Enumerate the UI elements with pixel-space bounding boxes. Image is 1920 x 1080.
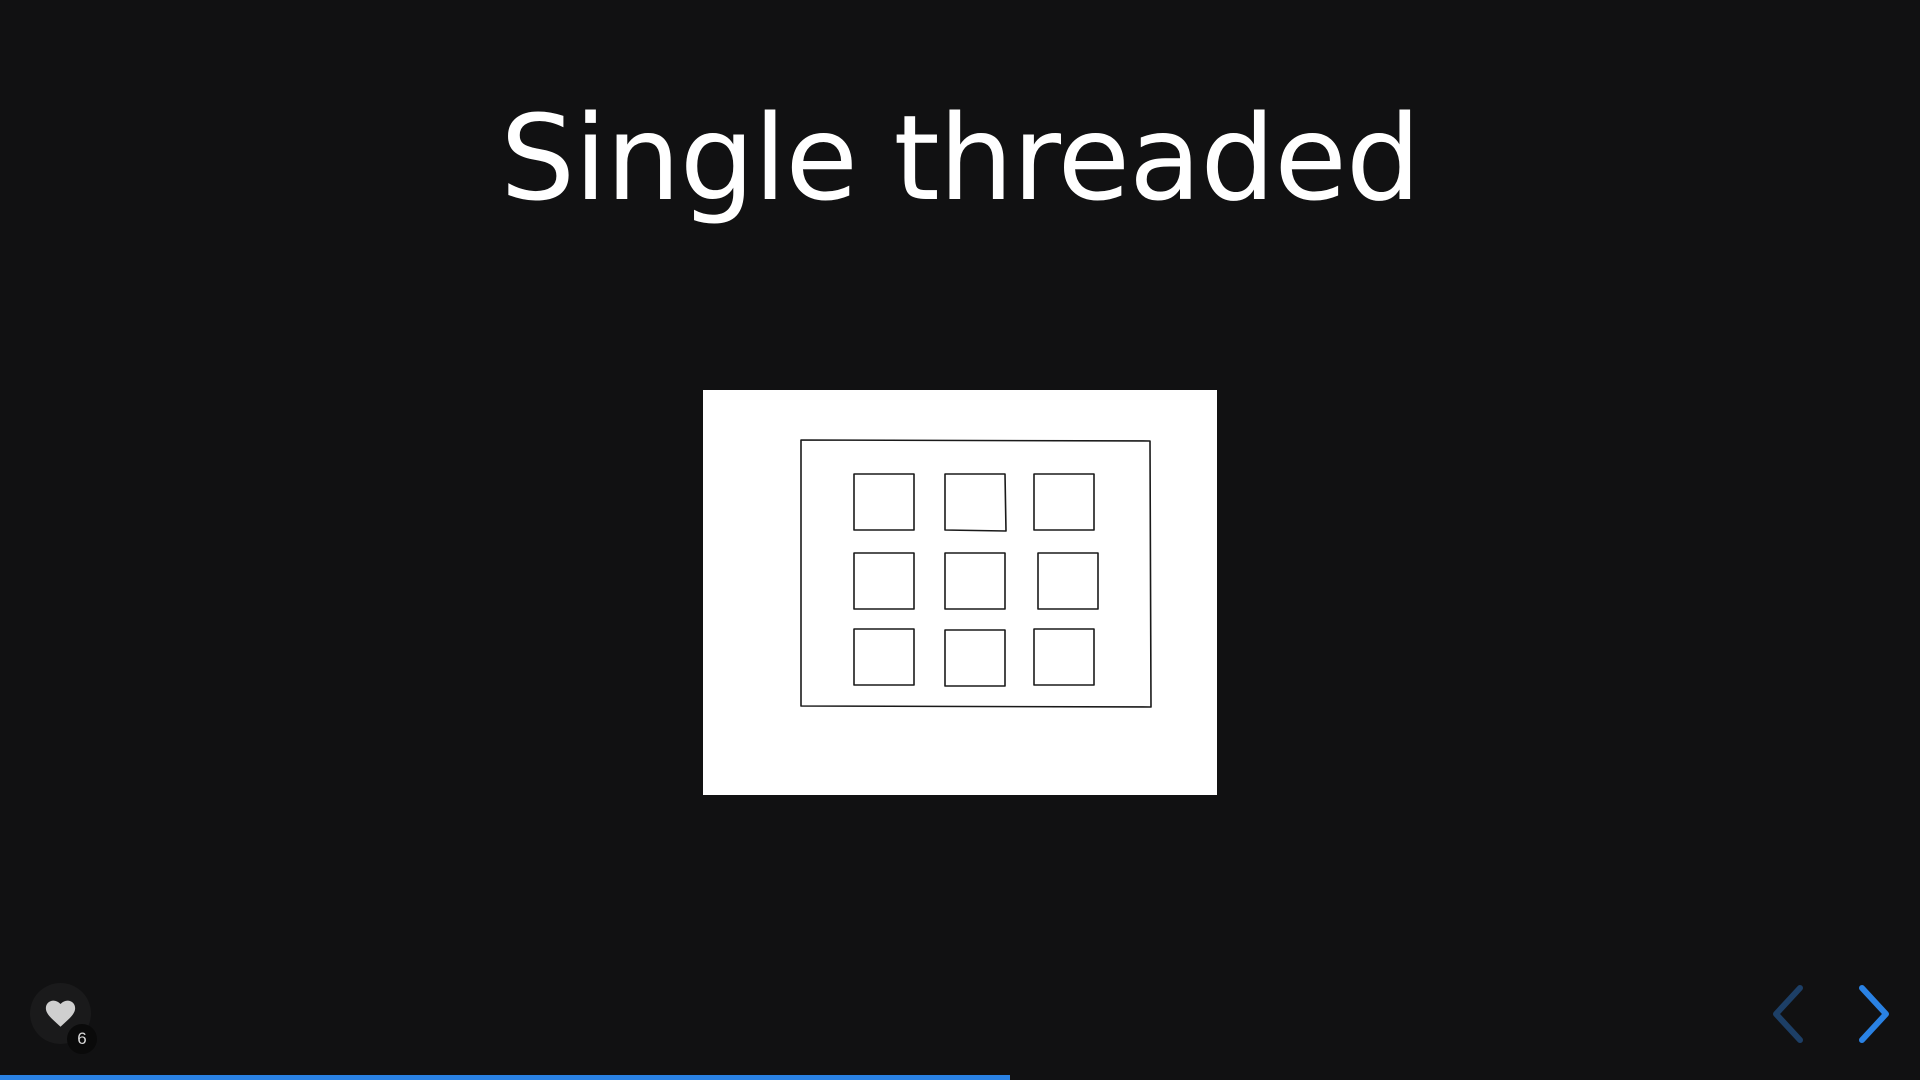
progress-bar <box>0 1075 1920 1080</box>
grid-cell <box>944 552 1006 610</box>
outer-frame <box>800 439 1152 708</box>
grid-cell <box>1037 552 1099 610</box>
next-slide-button[interactable] <box>1848 982 1898 1046</box>
grid-cell <box>944 629 1006 687</box>
chevron-left-icon <box>1773 985 1803 1043</box>
grid-cell <box>944 473 1007 532</box>
slide-title: Single threaded <box>500 89 1421 227</box>
grid-cell <box>1033 473 1095 531</box>
grid-cell <box>1033 628 1095 686</box>
grid-cell <box>853 552 915 610</box>
heart-icon <box>45 1000 76 1027</box>
grid-cell <box>853 473 915 531</box>
like-count-badge: 6 <box>67 1024 97 1054</box>
previous-slide-button[interactable] <box>1766 982 1816 1046</box>
progress-fill <box>0 1075 1010 1080</box>
grid-cell <box>853 628 915 686</box>
slide-image <box>703 390 1217 795</box>
grid-drawing <box>800 439 1152 708</box>
chevron-right-icon <box>1859 985 1889 1043</box>
